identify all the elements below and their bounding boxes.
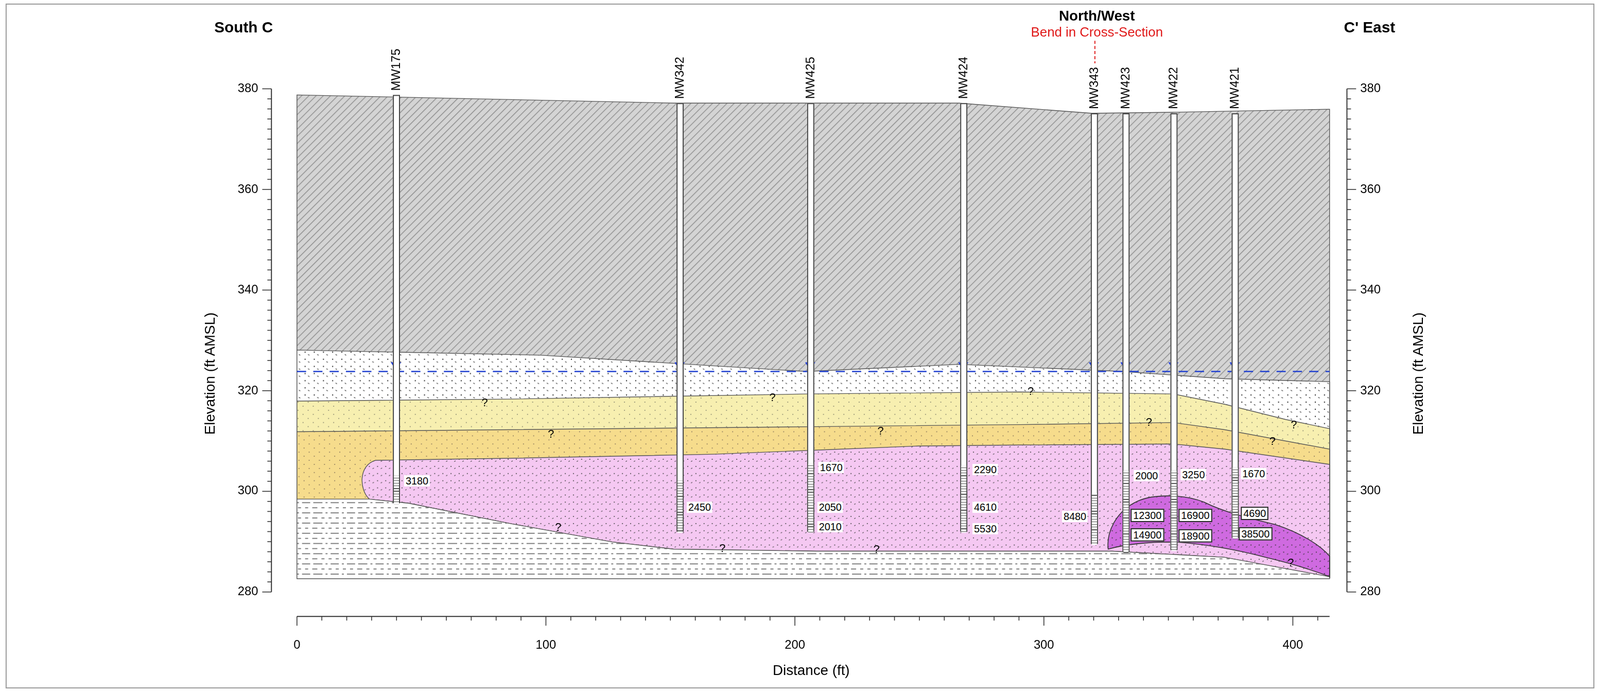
tick-label: 0	[293, 638, 301, 652]
concentration-value: 1670	[818, 461, 845, 474]
concentration-value: 14900	[1130, 528, 1164, 542]
tick-label: 380	[1360, 81, 1381, 96]
concentration-value: 18900	[1178, 529, 1212, 543]
uncertain-contact-mark: ?	[719, 542, 726, 555]
section-heading: C' East	[1343, 19, 1396, 37]
concentration-value: 38500	[1238, 527, 1273, 541]
concentration-value: 2050	[817, 501, 844, 513]
concentration-value: 2010	[817, 520, 844, 533]
uncertain-contact-mark: ?	[547, 427, 554, 440]
concentration-value: 4610	[972, 501, 999, 513]
tick-label: 360	[1360, 182, 1381, 197]
uncertain-contact-mark: ?	[1287, 555, 1294, 569]
tick-label: 380	[237, 81, 259, 96]
tick-label: 280	[1360, 585, 1381, 599]
concentration-value: 8480	[1062, 510, 1088, 523]
uncertain-contact-mark: ?	[873, 542, 880, 555]
axis-title: Elevation (ft AMSL)	[202, 312, 219, 436]
tick-label: 300	[1033, 638, 1055, 652]
tick-label: 200	[784, 638, 806, 652]
tick-label: 360	[237, 182, 259, 197]
concentration-value: 3180	[404, 475, 430, 487]
well-label: MW423	[1119, 66, 1134, 110]
tick-label: 280	[237, 585, 259, 599]
monitoring-well: MW424	[959, 102, 967, 532]
tick-label: 400	[1282, 638, 1304, 652]
concentration-value: 16900	[1178, 508, 1212, 523]
well-label: MW425	[804, 56, 819, 99]
concentration-value: 12300	[1130, 508, 1164, 523]
concentration-value: 2290	[972, 463, 999, 476]
tick-label: 320	[1360, 384, 1381, 398]
well-screen	[1231, 467, 1238, 539]
monitoring-well: MW175	[392, 94, 400, 503]
well-screen	[1171, 470, 1177, 552]
well-screen	[393, 475, 399, 505]
uncertain-contact-mark: ?	[481, 395, 488, 409]
tick-label: 300	[1360, 484, 1381, 498]
tick-label: 320	[237, 384, 259, 398]
well-label: MW342	[673, 56, 688, 99]
concentration-value: 1670	[1240, 467, 1267, 480]
tick-label: 340	[237, 283, 259, 297]
well-screen	[960, 465, 966, 533]
uncertain-contact-mark: ?	[1269, 434, 1276, 447]
concentration-value: 2450	[686, 501, 713, 513]
section-heading: Bend in Cross-Section	[1031, 25, 1163, 40]
uncertain-contact-mark: ?	[769, 390, 776, 404]
tick-label: 340	[1360, 283, 1381, 297]
well-label: MW175	[390, 48, 404, 91]
well-label: MW424	[957, 56, 971, 99]
well-screen	[1091, 492, 1097, 545]
axis-title: Elevation (ft AMSL)	[1410, 312, 1427, 436]
monitoring-well: MW422	[1170, 113, 1178, 550]
axis-title: Distance (ft)	[772, 662, 850, 679]
tick-label: 100	[535, 638, 557, 652]
concentration-value: 3250	[1180, 468, 1207, 481]
tick-label: 300	[237, 484, 259, 498]
section-heading: North/West	[1058, 8, 1136, 25]
well-screen	[1122, 470, 1128, 554]
uncertain-contact-mark: ?	[1027, 384, 1034, 397]
concentration-value: 2000	[1133, 470, 1160, 482]
section-heading: South C	[214, 19, 273, 37]
uncertain-contact-mark: ?	[1145, 415, 1153, 428]
uncertain-contact-mark: ?	[554, 520, 562, 533]
well-label: MW343	[1088, 66, 1102, 110]
well-label: MW421	[1228, 66, 1243, 110]
monitoring-well: MW425	[806, 102, 814, 532]
monitoring-well: MW421	[1230, 113, 1239, 538]
well-screen	[676, 480, 683, 533]
monitoring-well: MW423	[1121, 113, 1129, 552]
uncertain-contact-mark: ?	[877, 424, 884, 438]
well-label: MW422	[1167, 66, 1181, 110]
concentration-value: 4690	[1240, 506, 1269, 520]
well-screen	[807, 463, 813, 533]
monitoring-well: MW343	[1090, 113, 1098, 545]
uncertain-contact-mark: ?	[1290, 418, 1297, 431]
monitoring-well: MW342	[675, 102, 684, 532]
concentration-value: 5530	[972, 523, 999, 535]
